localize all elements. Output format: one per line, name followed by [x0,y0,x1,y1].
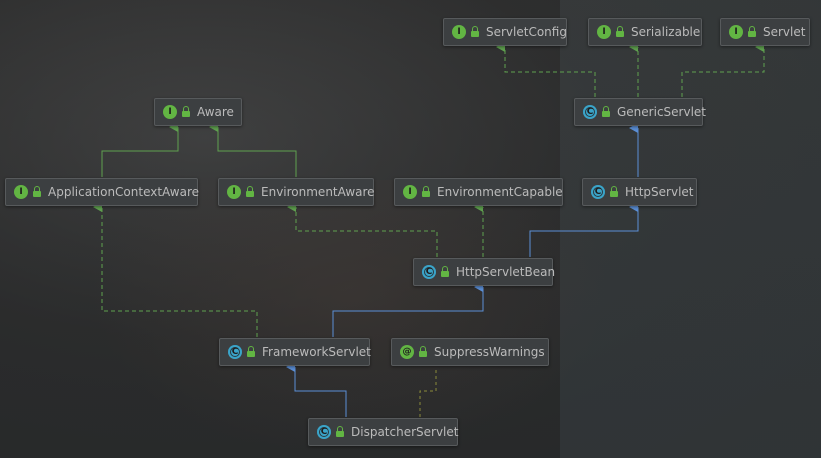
lock-icon [609,186,619,198]
abstract-class-icon: C [422,265,436,279]
edge-appctxaware-aware [101,122,179,177]
edge-httpservletbean-httpservlet [529,202,639,257]
edge-frameworkservlet-httpservletbean [332,282,484,337]
node-label: ServletConfig [486,25,567,39]
abstract-class-icon: C [583,105,597,119]
lock-icon [601,106,611,118]
abstract-class-icon: C [591,185,605,199]
node-servlet[interactable]: I Servlet [720,18,810,46]
edge-genericservlet-servletconfig [496,42,596,97]
node-suppresswarnings[interactable]: @ SuppressWarnings [391,338,549,366]
class-icon: C [317,425,331,439]
edge-dispatcher-frameworkservlet [286,362,347,417]
node-frameworkservlet[interactable]: C FrameworkServlet [219,338,371,366]
lock-icon [335,426,345,438]
node-httpservletbean[interactable]: C HttpServletBean [413,258,556,286]
node-httpservlet[interactable]: C HttpServlet [582,178,697,206]
edge-frameworkservlet-appctxaware [93,202,258,337]
lock-icon [246,346,256,358]
lock-icon [440,266,450,278]
abstract-class-icon: C [228,345,242,359]
node-label: ApplicationContextAware [48,185,200,199]
annotation-icon: @ [400,345,414,359]
node-label: EnvironmentAware [261,185,375,199]
node-genericservlet[interactable]: C GenericServlet [574,98,706,126]
interface-icon: I [452,25,466,39]
node-label: GenericServlet [617,105,706,119]
node-serializable[interactable]: I Serializable [588,18,702,46]
node-label: SuppressWarnings [434,345,545,359]
node-aware[interactable]: I Aware [154,98,242,126]
node-label: Aware [197,105,234,119]
lock-icon [418,346,428,358]
edge-genericservlet-servlet [681,42,765,97]
lock-icon [470,26,480,38]
interface-icon: I [163,105,177,119]
lock-icon [32,186,42,198]
node-label: FrameworkServlet [262,345,371,359]
node-environmentaware[interactable]: I EnvironmentAware [218,178,375,206]
edge-httpservletbean-envaware [287,202,438,257]
lock-icon [181,106,191,118]
node-dispatcherservlet[interactable]: C DispatcherServlet [308,418,458,446]
interface-icon: I [597,25,611,39]
interface-icon: I [403,185,417,199]
interface-icon: I [729,25,743,39]
node-servletconfig[interactable]: I ServletConfig [443,18,567,46]
node-applicationcontextaware[interactable]: I ApplicationContextAware [5,178,200,206]
node-label: Servlet [763,25,806,39]
node-label: EnvironmentCapable [437,185,563,199]
lock-icon [421,186,431,198]
edge-dispatcher-suppresswarnings [419,367,437,417]
node-label: HttpServletBean [456,265,556,279]
node-environmentcapable[interactable]: I EnvironmentCapable [394,178,563,206]
edge-envaware-aware [209,122,297,177]
node-label: Serializable [631,25,701,39]
node-label: DispatcherServlet [351,425,459,439]
lock-icon [747,26,757,38]
lock-icon [615,26,625,38]
lock-icon [245,186,255,198]
node-label: HttpServlet [625,185,694,199]
interface-icon: I [14,185,28,199]
interface-icon: I [227,185,241,199]
